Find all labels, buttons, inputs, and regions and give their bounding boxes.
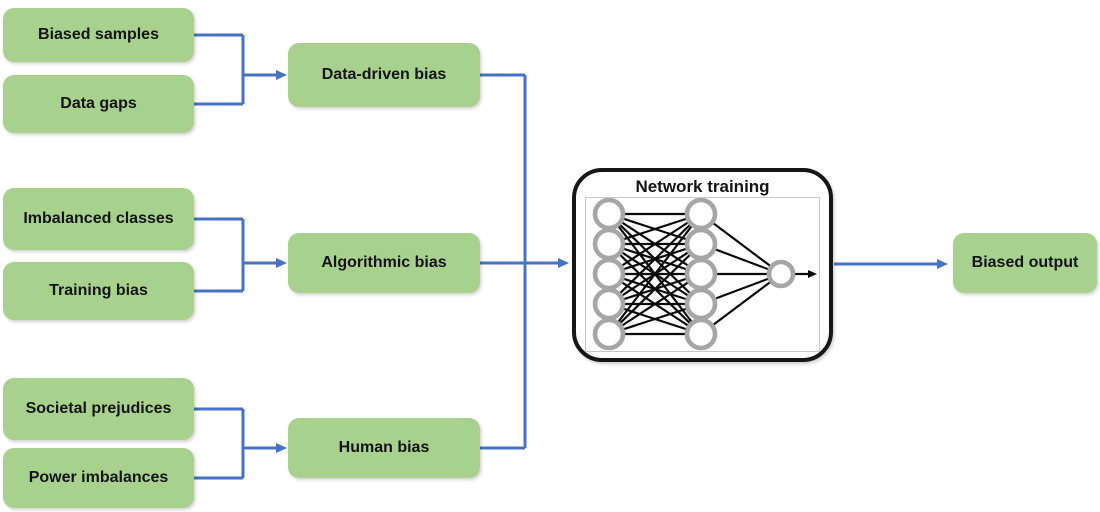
network-training-box: Network training: [572, 168, 833, 362]
neural-network-frame: [585, 197, 820, 352]
neural-network-illustration-icon: [592, 197, 817, 351]
source-box-training-bias: Training bias: [3, 262, 194, 320]
source-box-power-imbalances: Power imbalances: [3, 448, 194, 508]
output-box-biased-output: Biased output: [953, 233, 1097, 293]
network-training-title: Network training: [635, 177, 770, 196]
category-box-data-driven-bias: Data-driven bias: [288, 43, 480, 107]
connector-group-algorithmic-sources: [194, 217, 287, 293]
source-box-societal-prejudices: Societal prejudices: [3, 378, 194, 440]
category-box-algorithmic-bias: Algorithmic bias: [288, 233, 480, 293]
connector-group-data-sources: [194, 33, 287, 106]
source-box-biased-samples: Biased samples: [3, 8, 194, 62]
source-box-imbalanced-classes: Imbalanced classes: [3, 188, 194, 250]
connector-group-human-sources: [194, 407, 287, 480]
category-box-human-bias: Human bias: [288, 418, 480, 478]
source-box-data-gaps: Data gaps: [3, 75, 194, 133]
connector-spine-to-network: [480, 73, 569, 450]
